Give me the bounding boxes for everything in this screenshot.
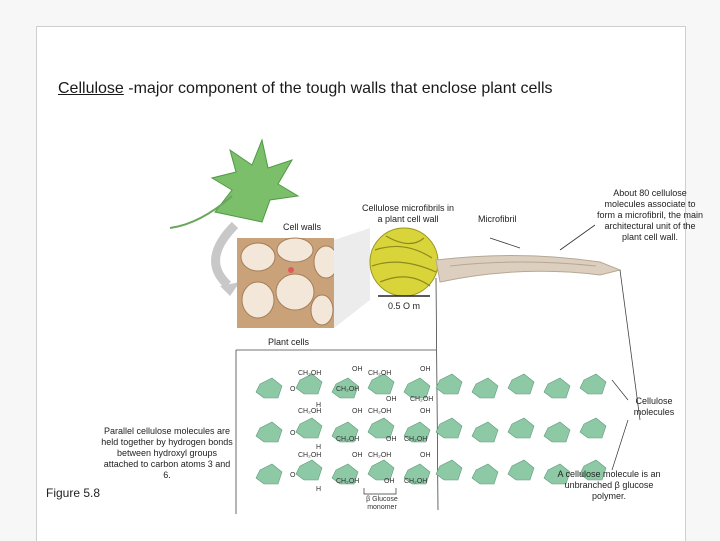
- chem-oh: OH: [352, 366, 363, 373]
- chem-ch2oh: CH₂OH: [368, 370, 392, 377]
- microfibrils-label: Cellulose microfibrils in a plant cell w…: [361, 203, 455, 224]
- title-keyword: Cellulose: [58, 80, 124, 97]
- microfibril-label: Microfibril: [478, 214, 517, 224]
- chem-oh: OH: [352, 452, 363, 459]
- curved-arrow: [211, 221, 239, 289]
- chem-ch2oh: CH₂OH: [336, 386, 360, 393]
- leaf-image: [169, 138, 300, 229]
- unbranched-polymer-label: A cellulose molecule is an unbranched β …: [557, 469, 661, 501]
- figure-number: Figure 5.8: [46, 486, 101, 500]
- scale-label: 0.5 Ο m: [388, 301, 421, 311]
- chem-oh: OH: [384, 478, 395, 485]
- parallel-molecules-label: Parallel cellulose molecules are held to…: [101, 426, 233, 480]
- cell-walls-image: [237, 237, 339, 328]
- chem-ch2oh: CH₂OH: [410, 396, 434, 403]
- chem-ch2oh: CH₂OH: [404, 478, 428, 485]
- chem-oh: OH: [352, 408, 363, 415]
- plant-cells-label: Plant cells: [268, 337, 310, 347]
- chem-ch2oh: CH₂OH: [298, 452, 322, 459]
- cell-walls-label: Cell walls: [283, 222, 322, 232]
- cellulose-molecules-label: Cellulose molecules: [633, 396, 675, 417]
- slide-title: Cellulose -major component of the tough …: [58, 78, 618, 99]
- microfibril-rope: [435, 254, 622, 283]
- title-text: -major component of the tough walls that…: [123, 80, 553, 97]
- about-80-label: About 80 cellulose molecules associate t…: [596, 188, 704, 242]
- chem-oh: OH: [420, 366, 431, 373]
- arrow-head: [220, 282, 240, 296]
- chem-o: O: [290, 472, 296, 479]
- chem-ch2oh: CH₂OH: [336, 436, 360, 443]
- chem-o: O: [290, 386, 296, 393]
- chem-ch2oh: CH₂OH: [336, 478, 360, 485]
- chem-h: H: [316, 444, 322, 451]
- chem-h: H: [316, 486, 322, 493]
- chem-oh: OH: [420, 452, 431, 459]
- chem-oh: OH: [420, 408, 431, 415]
- chem-o: O: [290, 430, 296, 437]
- chem-ch2oh: CH₂OH: [298, 408, 322, 415]
- glucose-monomer-label: β Glucose monomer: [366, 496, 398, 511]
- microfibril-disc: [369, 227, 439, 297]
- glucose-chains: [255, 373, 607, 485]
- chem-oh: OH: [386, 436, 397, 443]
- chem-h: H: [316, 402, 322, 409]
- chem-oh: OH: [386, 396, 397, 403]
- chem-ch2oh: CH₂OH: [298, 370, 322, 377]
- chem-ch2oh: CH₂OH: [368, 452, 392, 459]
- chem-ch2oh: CH₂OH: [368, 408, 392, 415]
- chem-ch2oh: CH₂OH: [404, 436, 428, 443]
